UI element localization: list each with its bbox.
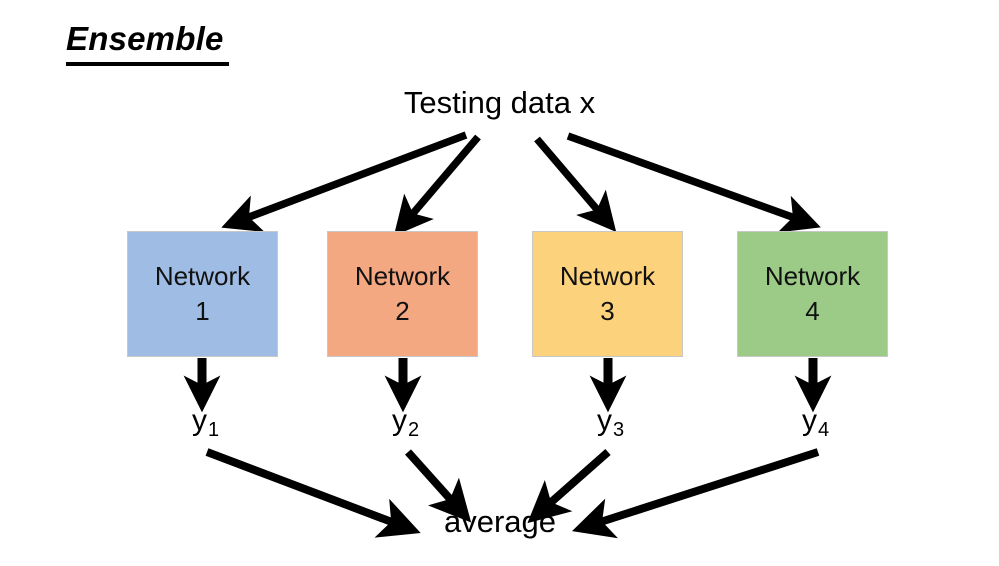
network-box-1-name: Network [154,261,251,292]
title-underline [66,62,229,66]
arrow-y4-to-average [572,448,820,539]
network-box-3-index: 3 [600,296,615,326]
network-box-4[interactable]: Network 4 [737,231,888,357]
network-box-3[interactable]: Network 3 [532,231,683,357]
output-label-y4-base: y [801,404,817,437]
network-box-3-name: Network [559,261,656,292]
network-box-4-index: 4 [805,296,820,326]
arrow-source-to-net3 [534,136,617,232]
output-label-y2-subscript: 2 [407,419,420,441]
aggregate-node-label: average [443,504,557,539]
page-title: Ensemble [66,20,224,57]
network-box-4-name: Network [764,261,861,292]
output-label-y3-subscript: 3 [612,419,625,441]
network-box-2-name: Network [354,261,451,292]
output-label-y3-base: y [596,404,612,437]
output-label-y4-subscript: 4 [817,419,830,441]
arrow-y1-to-average [205,448,421,538]
network-box-1[interactable]: Network 1 [127,231,278,357]
arrow-source-to-net2 [393,134,481,236]
output-label-y2: y2 [370,404,440,441]
arrow-y3-to-average [527,449,611,524]
output-label-y1-subscript: 1 [207,419,220,441]
network-box-2-index: 2 [395,296,410,326]
arrow-source-to-net4 [566,132,821,233]
output-label-y1: y1 [170,404,240,441]
output-label-y1-base: y [191,404,207,437]
source-node-label: Testing data x [403,85,596,120]
arrow-source-to-net1 [221,131,468,233]
output-label-y2-base: y [391,404,407,437]
output-label-y3: y3 [575,404,645,441]
output-label-y4: y4 [780,404,850,441]
arrow-y2-to-average [405,449,472,523]
network-box-1-index: 1 [195,296,210,326]
network-box-2[interactable]: Network 2 [327,231,478,357]
